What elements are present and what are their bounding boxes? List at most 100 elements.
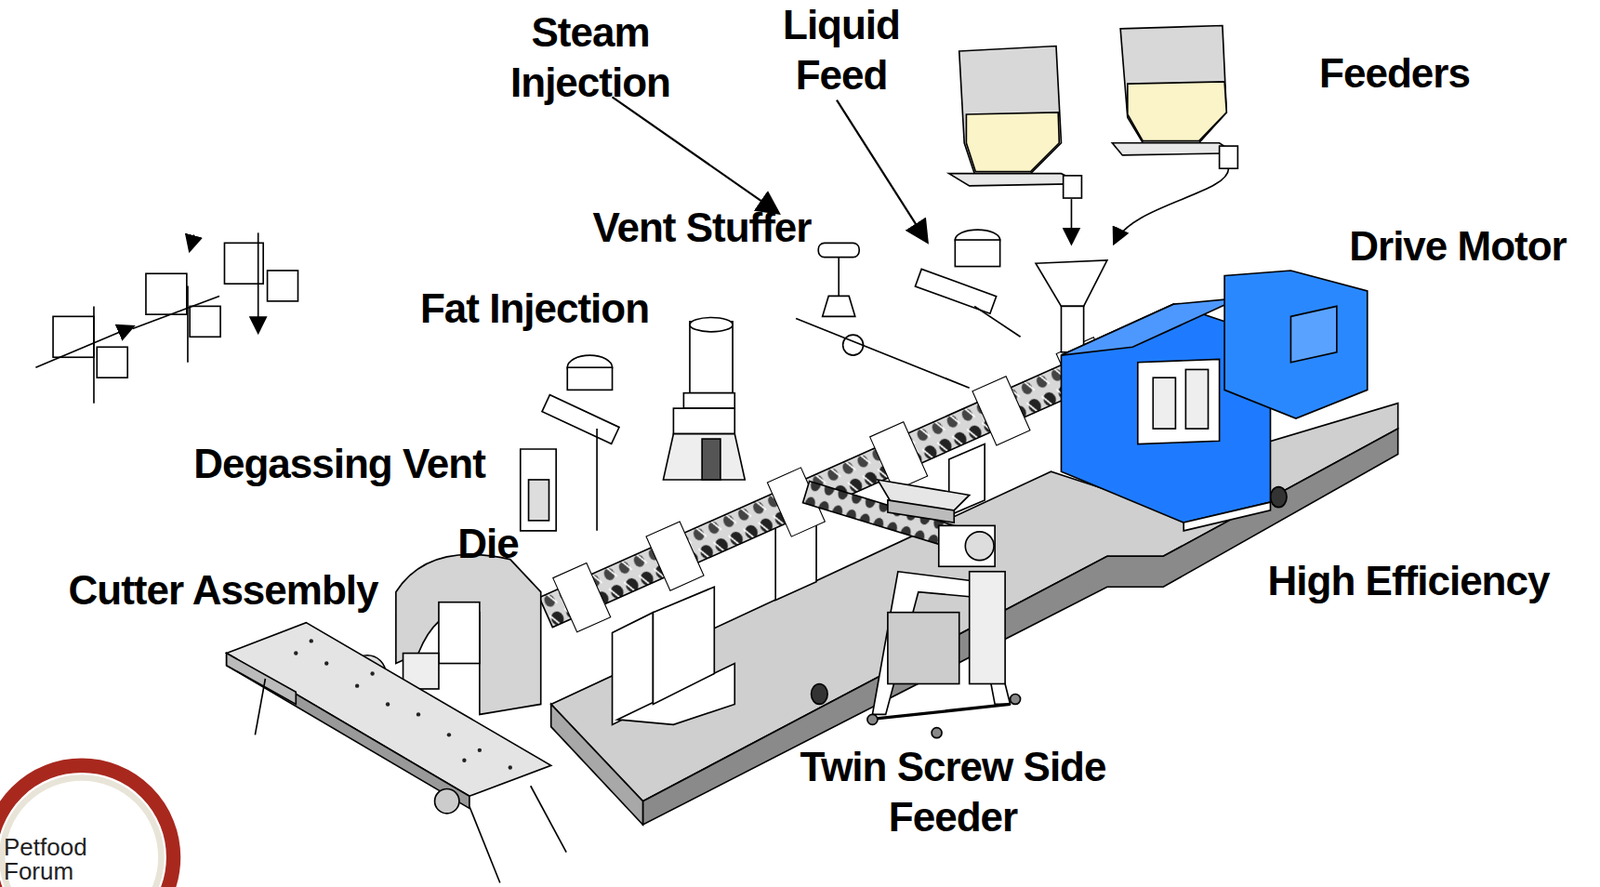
- part-label: Drive Motor: [1318, 221, 1598, 272]
- part-label: Fat Injection: [409, 283, 661, 334]
- cutter-icons-part: [189, 235, 194, 251]
- machine-base-part: [1269, 487, 1287, 508]
- feeders-part: [1111, 143, 1235, 156]
- side-feeder-part: [867, 703, 1011, 719]
- cutter-icons-part: [267, 270, 299, 302]
- part-label: High Efficiency: [1236, 555, 1581, 607]
- cutter-icons-part: [186, 285, 189, 362]
- logo-text: Petfood Forum: [3, 834, 106, 884]
- side-feeder: [803, 479, 1021, 739]
- feeders-part: [965, 112, 1059, 172]
- conveyor-part-part: [309, 638, 314, 643]
- cutter-icons-part: [35, 326, 133, 368]
- logo-ring-part: [0, 765, 174, 887]
- part-label: Liquid Feed: [743, 0, 939, 100]
- conveyor-part-part: [447, 732, 451, 737]
- feeders-part: [959, 45, 1062, 173]
- cutter-icons-part: [257, 232, 260, 331]
- extruder-barrel-part: [539, 348, 1112, 628]
- side-feeder-part: [938, 525, 995, 567]
- feeders-part: [1063, 175, 1083, 199]
- injection-valves-part: [567, 367, 612, 390]
- side-feeder-part: [1010, 693, 1021, 704]
- drive-motor-part: [1185, 369, 1208, 429]
- drive-motor-part: [1183, 502, 1270, 531]
- drive-motor-part: [1152, 377, 1176, 429]
- part-label: Cutter Assembly: [4, 565, 442, 616]
- injection-valves-part: [818, 242, 860, 257]
- vent-stuffer-tower-part: [673, 408, 735, 434]
- cutter-icons-part: [132, 295, 220, 329]
- conveyor-part: [435, 789, 460, 814]
- extruder-barrel-part: [553, 563, 611, 633]
- drive-motor-part: [1290, 305, 1336, 362]
- machine-base-part: [811, 683, 829, 704]
- injection-valves-part: [822, 295, 856, 317]
- side-feeder-part: [887, 500, 954, 523]
- conveyor: [226, 622, 567, 884]
- cutter-icons-part: [92, 305, 95, 403]
- feeders-part: [1120, 26, 1227, 144]
- feeders-part: [1035, 260, 1108, 306]
- conveyor-part-part: [462, 758, 466, 763]
- side-feeder-part: [887, 612, 960, 685]
- extruder-barrel-part: [646, 521, 704, 591]
- injection-valves-part-part: [914, 268, 996, 314]
- drive-motor-part: [1224, 270, 1368, 419]
- feeders-part: [1127, 81, 1227, 142]
- part-label: Twin Screw Side Feeder: [799, 741, 1107, 842]
- part-label: Steam Injection: [455, 7, 726, 107]
- side-feeder-part: [867, 714, 878, 725]
- vent-stuffer-tower-part: [689, 317, 733, 331]
- conveyor-part-part: [416, 712, 421, 716]
- drive-motor-part: [1060, 298, 1240, 356]
- die-and-cutter-part: [438, 602, 480, 664]
- conveyor-part: [530, 785, 567, 852]
- side-feeder-part: [872, 571, 1010, 715]
- injection-valves-part: [528, 479, 550, 521]
- feeders-part: [1060, 305, 1084, 352]
- cutter-icons-part: [145, 273, 187, 315]
- conveyor-part: [226, 622, 552, 797]
- cutter-icons: [35, 232, 298, 403]
- feeders-part: [1071, 198, 1073, 243]
- machine-base-part: [551, 703, 644, 825]
- side-feeder-part: [931, 727, 942, 739]
- extruder-barrel: [534, 337, 1119, 641]
- injection-valves: [520, 229, 1021, 531]
- injection-valves-part: [542, 395, 620, 445]
- logo-ring-part: [1, 777, 161, 887]
- injection-valves-part: [954, 239, 1000, 267]
- conveyor-part-part: [293, 650, 298, 655]
- vent-stuffer-tower-part: [662, 434, 745, 480]
- vent-stuffer-tower: [662, 317, 745, 480]
- part-label: Feeders: [1273, 48, 1516, 99]
- side-feeder-part: [969, 571, 1005, 685]
- drive-motor-part: [1137, 358, 1220, 444]
- vent-stuffer-tower-part: [701, 438, 721, 480]
- part-label: Degassing Vent: [88, 438, 591, 490]
- conveyor-part: [469, 806, 501, 883]
- injection-valves-part: [795, 318, 970, 389]
- drive-motor: [1060, 270, 1367, 531]
- injection-valves-part: [837, 257, 840, 297]
- injection-valves-part: [914, 268, 996, 314]
- cutter-icons-part: [96, 346, 128, 378]
- cutter-icons-part: [189, 305, 221, 337]
- leader-lines-part: [612, 96, 779, 212]
- conveyor-part-part: [508, 765, 513, 769]
- leader-lines-part: [836, 100, 927, 241]
- part-label: Die: [409, 518, 568, 569]
- conveyor-part: [226, 653, 470, 809]
- conveyor-part-part: [370, 671, 374, 675]
- vent-stuffer-tower-part: [683, 393, 735, 409]
- logo-ring: [0, 765, 174, 887]
- conveyor-part: [254, 678, 265, 735]
- conveyor-part: [226, 653, 297, 705]
- injection-valves-part: [595, 428, 598, 531]
- injection-valves-part: [974, 305, 1020, 337]
- feeders-part: [949, 173, 1083, 186]
- injection-valves-part-part: [542, 395, 620, 445]
- barrel-supports-part: [652, 586, 715, 704]
